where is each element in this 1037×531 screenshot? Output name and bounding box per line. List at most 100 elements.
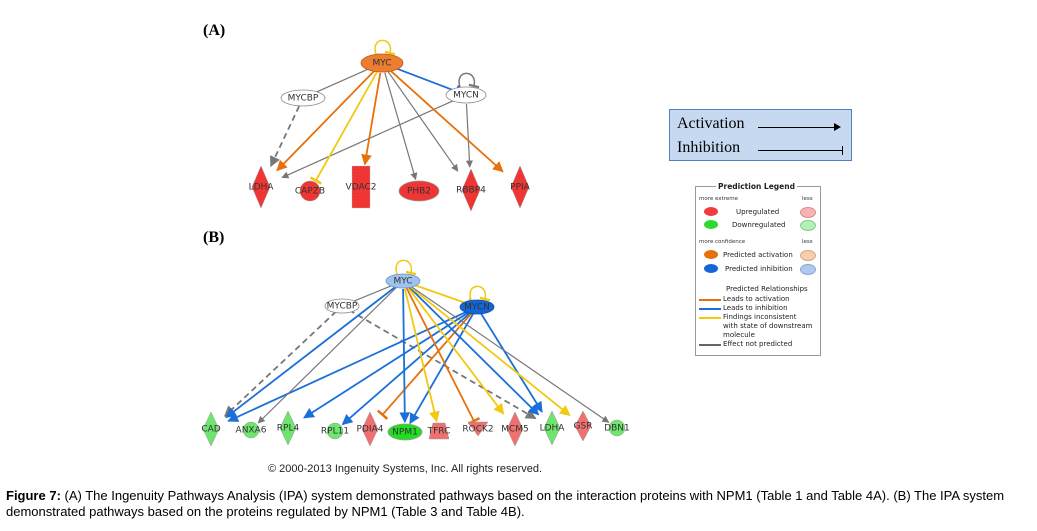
a-node-phb2[interactable]: PHB2 (398, 180, 440, 202)
a-node-ppia[interactable]: PPIA (510, 165, 531, 209)
a-node-rbbp4[interactable]: RBBP4 (456, 168, 486, 212)
more-confidence-label: more confidence (699, 239, 746, 245)
edge-myc-ldha (276, 69, 376, 172)
b-node-rpl4[interactable]: RPL4 (277, 410, 300, 446)
b-anxa6-shape (242, 421, 260, 439)
less-label: less (802, 196, 813, 202)
a-node-mycn[interactable]: MYCN (445, 86, 487, 104)
upregulated-weak-swatch (800, 207, 816, 218)
figure-caption: Figure 7: (A) The Ingenuity Pathways Ana… (6, 488, 1036, 520)
a-node-vdac2[interactable]: VDAC2 (346, 165, 377, 209)
leads-to-inhibition-label: Leads to inhibition (723, 304, 788, 312)
a-mycn-shape (445, 86, 487, 104)
b-node-mycn[interactable]: MYCN (459, 299, 495, 315)
downregulated-label: Downregulated (732, 221, 786, 229)
a-node-ldha[interactable]: LDHA (249, 165, 275, 209)
activation-line-swatch (699, 299, 721, 301)
edge-myc-gsr (408, 285, 571, 417)
edge-myc-vdac2 (361, 72, 382, 166)
edge-MYC-self (374, 39, 396, 56)
predicted-relationships-title: Predicted Relationships (726, 285, 808, 293)
b-node-mycbp[interactable]: MYCBP (324, 298, 360, 314)
b-mycn-shape (459, 299, 495, 315)
a-ldha-shape (251, 165, 271, 209)
a-vdac2-shape (351, 165, 371, 209)
predicted-inhibition-strong-swatch (704, 264, 718, 273)
b-node-dbn1[interactable]: DBN1 (604, 419, 630, 437)
edge-mycbp-cad (224, 310, 337, 417)
b-pdia4-shape (361, 411, 379, 447)
b-node-pdia4[interactable]: PDIA4 (357, 411, 384, 447)
more-extreme-label: more extreme (699, 196, 738, 202)
b-node-npm1[interactable]: NPM1 (387, 423, 423, 441)
prediction-legend-title: Prediction Legend (716, 182, 797, 191)
b-rpl11-label: RPL11 (321, 427, 349, 437)
b-gsr-shape (574, 410, 592, 442)
edge-mycn-npm1 (409, 313, 474, 425)
edge-MYCN-self (469, 285, 491, 302)
edge-mycbp-ldha (348, 309, 537, 420)
edge-myc-capzb (309, 71, 378, 185)
inhibition-line-swatch (699, 308, 721, 310)
leads-to-activation-label: Leads to activation (723, 295, 790, 303)
predicted-activation-weak-swatch (800, 250, 816, 261)
b-cad-label: CAD (201, 425, 220, 435)
a-phb2-label: PHB2 (407, 187, 431, 197)
a-rbbp4-label: RBBP4 (456, 186, 486, 196)
edge-MYC-self (395, 259, 417, 276)
b-npm1-label: NPM1 (392, 428, 418, 438)
edge-mycn-cad (227, 309, 471, 422)
b-anxa6-label: ANXA6 (236, 426, 267, 436)
b-mycbp-shape (324, 298, 360, 314)
downregulated-weak-swatch (800, 220, 816, 231)
b-tfrc-shape (428, 422, 450, 440)
b-node-ldha[interactable]: LDHA (540, 410, 566, 446)
b-dbn1-shape (608, 419, 626, 437)
upregulated-strong-swatch (704, 207, 718, 216)
b-node-rock2[interactable]: ROCK2 (462, 421, 494, 437)
b-myc-shape (385, 273, 421, 289)
panel-a-label: (A) (203, 22, 226, 39)
b-gsr-label: GSR (574, 422, 593, 432)
edge-myc-mycbp (350, 283, 396, 304)
edge-mycn-rbbp4 (465, 103, 474, 168)
edge-myc-ldha (408, 285, 540, 416)
b-node-rpl11[interactable]: RPL11 (321, 422, 349, 440)
edge-myc-mcm5 (407, 286, 505, 415)
edge-myc-cad (225, 285, 398, 419)
effect-not-predicted-label: Effect not predicted (723, 340, 793, 348)
predicted-activation-label: Predicted activation (723, 251, 793, 259)
panel-a-edges (270, 39, 504, 185)
edge-myc-mycn (410, 282, 472, 311)
edge-myc-anxa6 (257, 286, 398, 424)
a-mycbp-shape (280, 89, 326, 107)
b-node-cad[interactable]: CAD (201, 411, 221, 447)
edge-myc-tfrc (403, 288, 440, 423)
b-cad-shape (202, 411, 220, 447)
b-node-myc[interactable]: MYC (385, 273, 421, 289)
a-node-capzb[interactable]: CAPZB (295, 180, 325, 202)
b-npm1-shape (387, 423, 423, 441)
b-rock2-shape (467, 421, 489, 437)
edge-mycn-rpl11 (341, 311, 472, 426)
a-myc-shape (360, 53, 404, 73)
a-node-myc[interactable]: MYC (360, 53, 404, 73)
b-tfrc-label: TFRC (427, 427, 451, 437)
b-node-tfrc[interactable]: TFRC (427, 422, 451, 440)
a-vdac2-label: VDAC2 (346, 183, 377, 193)
edge-mycn-ldha (480, 313, 543, 413)
edge-myc-rbbp4 (387, 70, 459, 172)
b-node-gsr[interactable]: GSR (574, 410, 593, 442)
caption-text: (A) The Ingenuity Pathways Analysis (IPA… (6, 488, 1005, 519)
a-node-mycbp[interactable]: MYCBP (280, 89, 326, 107)
figure-label: Figure 7: (6, 488, 61, 503)
inhibition-bar-icon (842, 146, 843, 155)
findings-inconsistent-label-1: Findings inconsistent (723, 313, 797, 321)
b-node-mcm5[interactable]: MCM5 (501, 411, 529, 447)
a-ppia-shape (510, 165, 530, 209)
b-pdia4-label: PDIA4 (357, 425, 384, 435)
a-capzb-shape (299, 180, 321, 202)
activation-line (758, 127, 838, 128)
b-node-anxa6[interactable]: ANXA6 (236, 421, 267, 439)
